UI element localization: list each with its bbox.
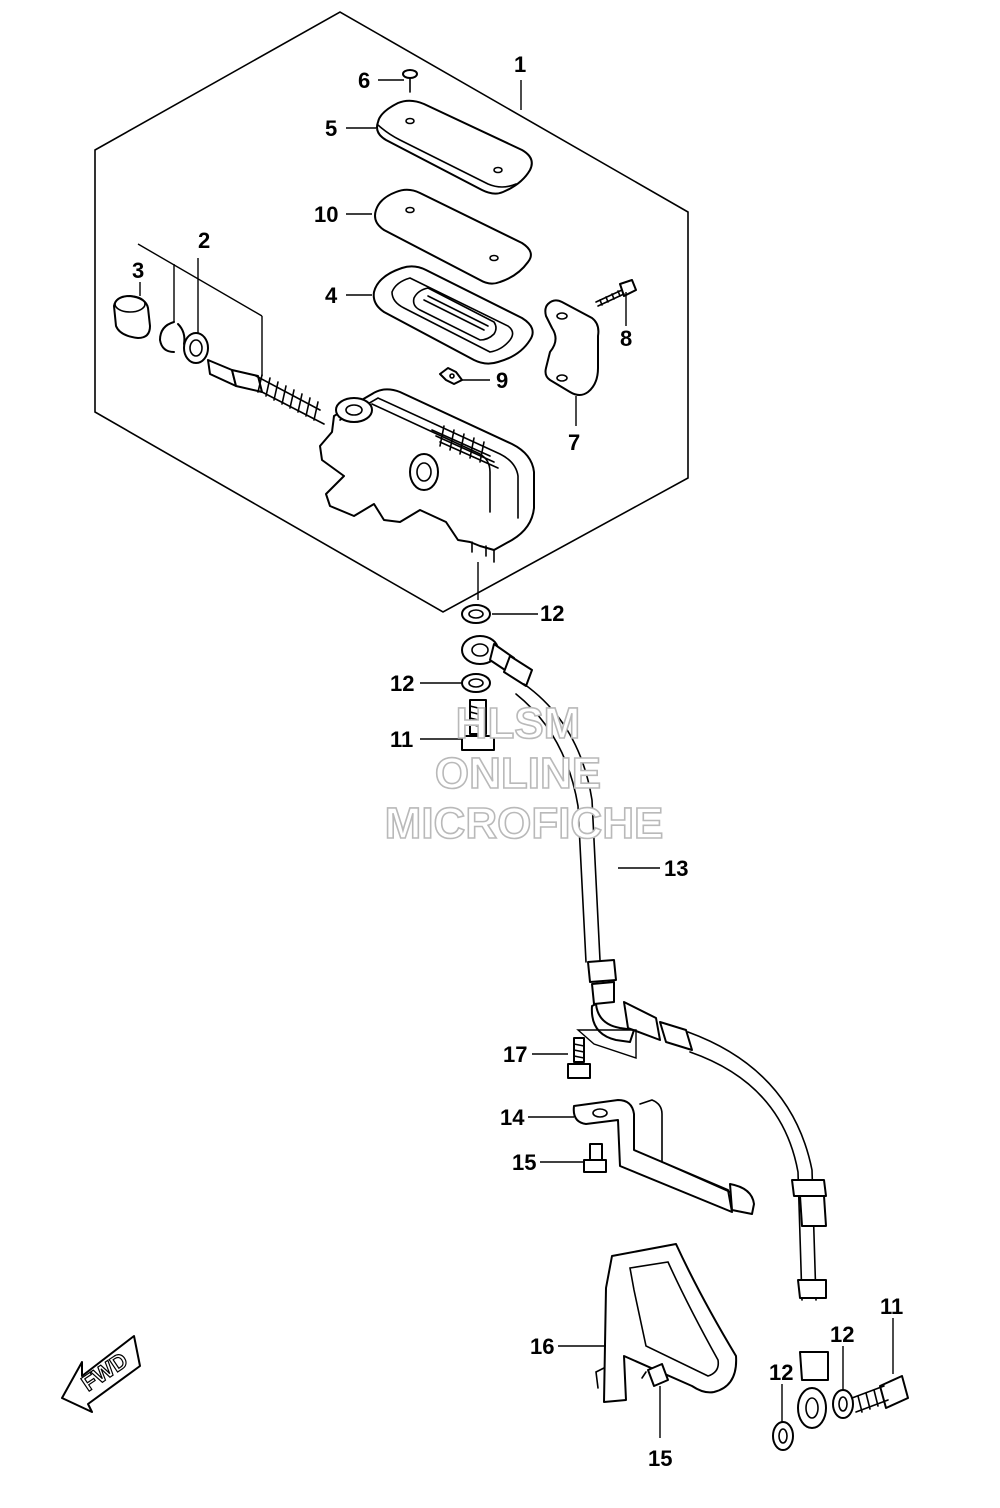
callout-17: 17 (503, 1042, 527, 1067)
callout-labels: 1 2 3 4 5 6 7 8 9 10 11 11 12 12 12 12 1… (132, 52, 903, 1471)
screw-part[interactable] (402, 69, 418, 93)
circlip-part[interactable] (159, 321, 186, 353)
watermark-line-3: MICROFICHE (385, 799, 664, 848)
brake-hose-part[interactable] (515, 683, 829, 1429)
callout-11-lower: 11 (880, 1294, 903, 1319)
leader-lines (137, 79, 894, 1438)
washer-lower-right-part[interactable] (832, 1389, 854, 1419)
master-cylinder-body-part[interactable] (319, 388, 535, 563)
callout-9: 9 (496, 368, 508, 393)
watermark-line-1: HLSM (456, 699, 581, 748)
banjo-bolt-upper-part[interactable] (461, 699, 495, 751)
banjo-bolt-lower-part[interactable] (851, 1375, 909, 1413)
callout-12-b: 12 (390, 671, 414, 696)
callout-12-d: 12 (769, 1360, 793, 1385)
callout-6: 6 (358, 68, 370, 93)
reservoir-cap-part[interactable] (376, 99, 533, 195)
assembly-frame (94, 11, 689, 613)
washer-upper-part[interactable] (461, 604, 491, 624)
callout-3: 3 (132, 258, 144, 283)
callout-12-a: 12 (540, 601, 564, 626)
clip-part[interactable] (439, 367, 463, 385)
plate-part[interactable] (374, 188, 532, 285)
bolt-part[interactable] (595, 279, 637, 307)
callout-15-a: 15 (512, 1150, 536, 1175)
hose-guide-part[interactable] (595, 1243, 738, 1403)
callout-7: 7 (568, 430, 580, 455)
boot-part[interactable] (113, 295, 151, 339)
watermark-line-2: ONLINE (435, 749, 601, 798)
piston-spring-part[interactable] (207, 359, 325, 425)
clamp-part[interactable] (544, 299, 600, 396)
washer-lower-left-part[interactable] (772, 1421, 794, 1451)
callout-11-upper: 11 (390, 727, 413, 752)
callout-5: 5 (325, 116, 337, 141)
callout-14: 14 (500, 1105, 525, 1130)
diaphragm-part[interactable] (372, 265, 534, 365)
washer-part[interactable] (183, 332, 209, 364)
callout-10: 10 (314, 202, 338, 227)
callout-13: 13 (664, 856, 688, 881)
callout-1: 1 (514, 52, 526, 77)
callout-8: 8 (620, 326, 632, 351)
bolt-hose-clamp-part[interactable] (567, 1037, 591, 1079)
washer-lower-part[interactable] (461, 673, 491, 693)
watermark: HLSM ONLINE MICROFICHE (384, 698, 664, 849)
callout-16: 16 (530, 1334, 554, 1359)
bolt-guide-part[interactable] (641, 1363, 669, 1387)
bolt-bracket-part[interactable] (583, 1143, 607, 1173)
callout-12-c: 12 (830, 1322, 854, 1347)
callout-4: 4 (325, 283, 338, 308)
callout-15-b: 15 (648, 1446, 672, 1471)
bracket-part[interactable] (572, 1099, 755, 1215)
fwd-arrow-icon: FWD (61, 1335, 141, 1413)
callout-2: 2 (198, 228, 210, 253)
banjo-fitting-part[interactable] (461, 635, 533, 687)
